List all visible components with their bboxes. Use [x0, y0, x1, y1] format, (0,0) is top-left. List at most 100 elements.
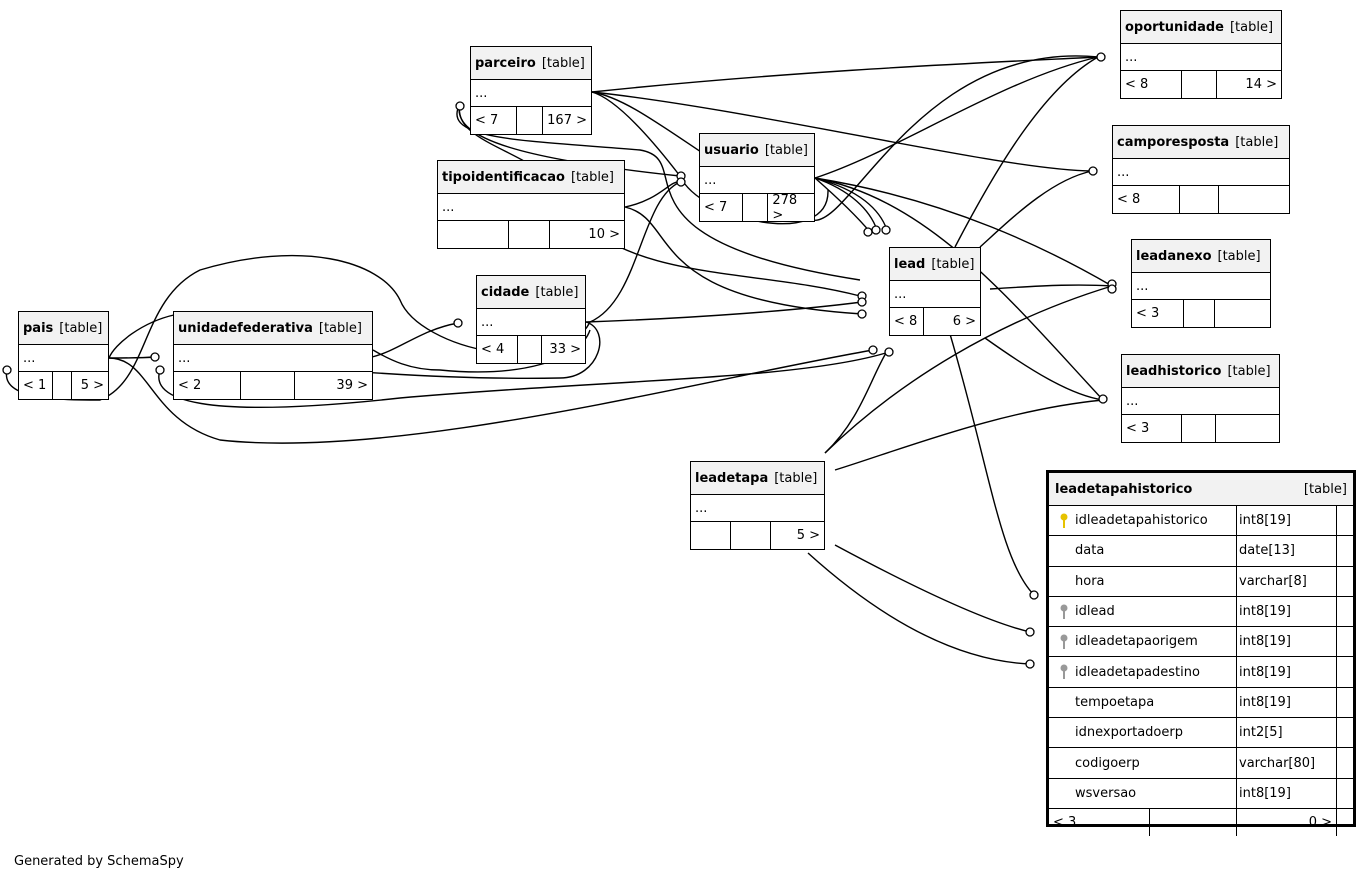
relationship-end-circle — [857, 309, 867, 319]
relationship-line — [814, 177, 1113, 287]
relationship-line — [824, 285, 1113, 454]
relationship-end-circle — [884, 347, 894, 357]
column-row: idleadetapahistorico int8[19] — [1049, 506, 1353, 537]
column-list: idleadetapahistorico int8[19] data date[13]… — [1049, 506, 1353, 809]
table-leadetapahistorico[interactable]: leadetapahistorico[table] idleadetapahis… — [1046, 470, 1356, 836]
table-footer: 5 > — [691, 522, 824, 549]
columns-collapsed: ... — [19, 345, 108, 372]
column-type: int8[19] — [1237, 506, 1337, 536]
column-name-text: data — [1075, 543, 1105, 559]
table-footer: < 8 — [1113, 186, 1289, 213]
table-type-tag: [table] — [1227, 363, 1271, 379]
relationship-end-circle — [1025, 627, 1035, 637]
footer-mid — [743, 194, 769, 221]
table-footer: < 3 0 > — [1049, 808, 1353, 836]
table-leadanexo[interactable]: leadanexo[table] ... < 3 — [1131, 239, 1271, 328]
foreign-key-icon — [1060, 634, 1068, 650]
children-count: 0 > — [1237, 808, 1337, 836]
columns-collapsed: ... — [1113, 159, 1289, 186]
columns-collapsed: ... — [477, 309, 585, 336]
column-name-text: codigoerp — [1075, 755, 1140, 771]
column-type: date[13] — [1237, 536, 1337, 566]
parents-count: < 8 — [890, 308, 925, 335]
footer-mid — [518, 336, 542, 363]
column-type: varchar[80] — [1237, 748, 1337, 778]
relationship-line — [814, 56, 1099, 179]
column-name: wsversao — [1049, 778, 1237, 808]
relationship-end-circle — [455, 101, 465, 111]
table-name: usuario — [704, 142, 759, 158]
columns-collapsed: ... — [438, 194, 624, 221]
parents-count: < 3 — [1122, 415, 1182, 442]
parents-count: < 3 — [1049, 808, 1150, 836]
relationship-line — [591, 55, 1099, 221]
relationship-line — [585, 301, 863, 323]
relationship-end-circle — [857, 297, 867, 307]
table-camporesposta[interactable]: camporesposta[table] ... < 8 — [1112, 125, 1290, 214]
table-tipoidentificacao[interactable]: tipoidentificacao[table] ... 10 > — [437, 160, 625, 249]
column-name-text: idleadetapahistorico — [1075, 513, 1208, 529]
relationship-end-circle — [1107, 284, 1117, 294]
table-name: leadetapa — [695, 470, 769, 486]
column-type: int8[19] — [1237, 657, 1337, 687]
relationship-line — [824, 352, 887, 454]
table-type-tag: [table] — [931, 256, 975, 272]
table-type-tag: [table] — [535, 284, 579, 300]
parents-count: < 8 — [1113, 186, 1180, 213]
column-name-text: hora — [1075, 573, 1105, 589]
relationship-end-circle — [1029, 590, 1039, 600]
parents-count: < 1 — [19, 372, 53, 399]
relationship-end-circle — [881, 225, 891, 235]
table-name: parceiro — [475, 55, 536, 71]
parents-count: < 7 — [471, 107, 517, 134]
columns-collapsed: ... — [700, 167, 814, 194]
table-leadetapa[interactable]: leadetapa[table] ... 5 > — [690, 461, 825, 550]
children-count: 278 > — [772, 192, 798, 223]
footer-mid — [1182, 415, 1217, 442]
relationship-end-circle — [1025, 659, 1035, 669]
relationship-end-circle — [676, 177, 686, 187]
relationship-line — [589, 181, 681, 323]
column-name-text: idlead — [1075, 604, 1115, 620]
table-footer: 10 > — [438, 221, 624, 248]
children-count: 6 > — [952, 314, 976, 329]
table-leadhistorico[interactable]: leadhistorico[table] ... < 3 — [1121, 354, 1280, 443]
relationship-line — [591, 91, 1093, 172]
table-type-tag: [table] — [1235, 134, 1279, 150]
table-type-tag: [table] — [1229, 19, 1274, 35]
footer-mid — [1184, 300, 1215, 327]
footer-mid — [53, 372, 73, 399]
footer-mid — [1180, 186, 1219, 213]
footer-mid — [241, 372, 295, 399]
parents-count: < 4 — [477, 336, 519, 363]
table-type-tag: [table] — [541, 55, 585, 71]
relationship-line — [979, 170, 1093, 248]
relationship-end-circle — [453, 318, 463, 328]
column-name-text: idleadetapaorigem — [1075, 634, 1198, 650]
column-name: data — [1049, 536, 1237, 566]
relationship-end-circle — [2, 365, 12, 375]
column-name: idnexportadoerp — [1049, 718, 1237, 748]
column-type: int8[19] — [1237, 687, 1337, 718]
column-type: int8[19] — [1237, 778, 1337, 808]
relationship-end-circle — [150, 352, 160, 362]
relationship-line — [591, 91, 681, 177]
relationship-end-circle — [863, 227, 873, 237]
column-name-text: idnexportadoerp — [1075, 725, 1183, 741]
relationship-end-circle — [871, 225, 881, 235]
relationship-line — [834, 399, 1104, 471]
